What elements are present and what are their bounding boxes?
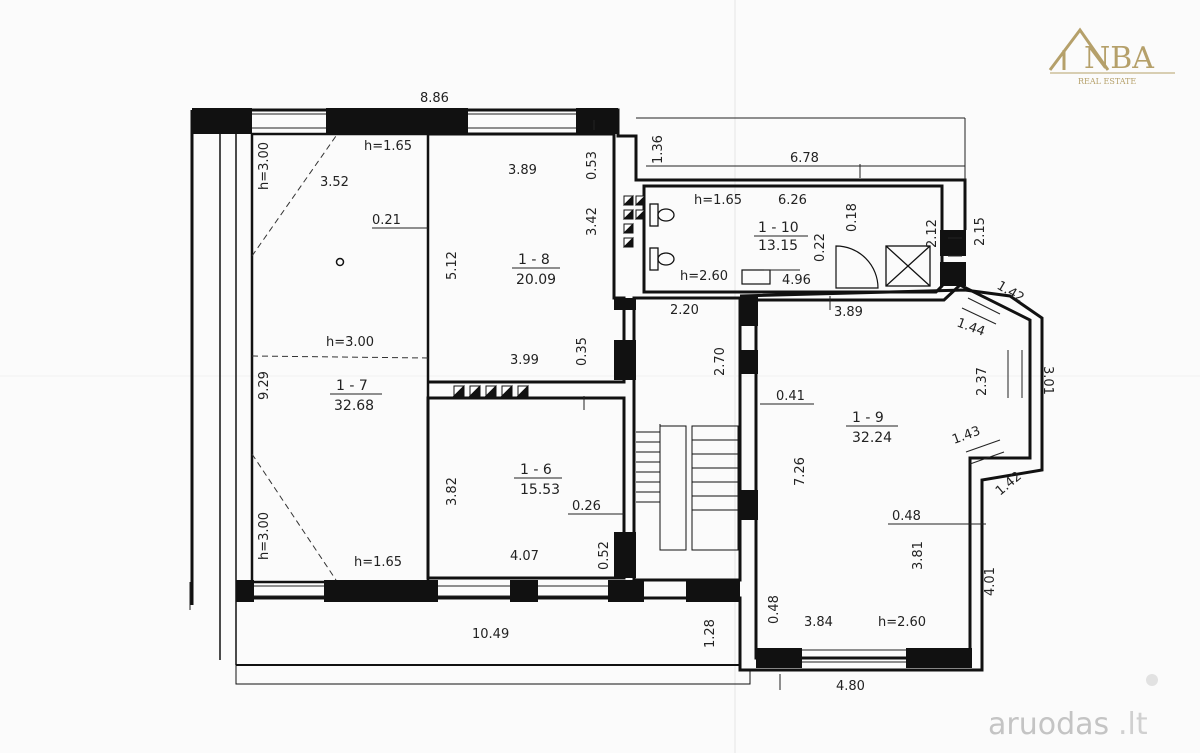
room-1-7-area: 32.68 <box>334 398 374 414</box>
house-roof-icon <box>1048 27 1110 71</box>
dim-label: 4.80 <box>836 679 865 694</box>
room-1-6-area: 15.53 <box>520 482 560 498</box>
watermark-dot-icon <box>1146 674 1158 686</box>
logo-brand: NBA <box>1084 41 1154 76</box>
dim-label: 0.18 <box>845 203 860 232</box>
dim-label: 9.29 <box>257 371 272 400</box>
dim-label: 10.49 <box>472 627 509 642</box>
dim-label: 3.01 <box>1040 366 1055 395</box>
dim-label: 0.52 <box>597 541 612 570</box>
dim-label: 3.52 <box>320 175 349 190</box>
dim-label: 0.21 <box>372 213 401 228</box>
dim-label: 2.15 <box>973 217 988 246</box>
dim-label: 3.84 <box>804 615 833 630</box>
room-1-6-id: 1 - 6 <box>520 462 552 478</box>
dim-label: 3.89 <box>834 305 863 320</box>
dim-label: 2.70 <box>713 347 728 376</box>
dim-label: 1.43 <box>950 424 982 448</box>
dim-label: 6.26 <box>778 193 807 208</box>
dim-label: 4.96 <box>782 273 811 288</box>
dim-label: 3.82 <box>445 477 460 506</box>
dim-label: 0.41 <box>776 389 805 404</box>
dim-label: 0.48 <box>767 595 782 624</box>
dim-label: 6.78 <box>790 151 819 166</box>
dim-label: h=1.65 <box>364 139 412 154</box>
dim-label: 7.26 <box>793 457 808 486</box>
dim-label: h=1.65 <box>354 555 402 570</box>
room-1-10-id: 1 - 10 <box>758 220 799 236</box>
room-1-7-diagonals <box>251 135 429 581</box>
dim-label: 3.99 <box>510 353 539 368</box>
sink-icon <box>649 247 675 271</box>
dim-label: 8.86 <box>420 91 449 106</box>
dim-label: 2.20 <box>670 303 699 318</box>
dim-label: 1.36 <box>651 135 666 164</box>
room-1-9-id: 1 - 9 <box>852 410 884 426</box>
room-1-9-area: 32.24 <box>852 430 892 446</box>
dim-label: 4.07 <box>510 549 539 564</box>
dim-label: 0.35 <box>575 337 590 366</box>
room-1-8-id: 1 - 8 <box>518 252 550 268</box>
ventilation-blocks <box>452 194 646 397</box>
nba-logo: NBA REAL ESTATE <box>1048 27 1175 86</box>
dim-label: h=2.60 <box>680 269 728 284</box>
watermark-suffix: .lt <box>1118 707 1148 742</box>
dim-label: 0.53 <box>585 151 600 180</box>
room-1-8-area: 20.09 <box>516 272 556 288</box>
shower-icon <box>885 245 931 287</box>
dim-label: h=1.65 <box>694 193 742 208</box>
dim-label: h=3.00 <box>257 142 272 190</box>
dim-label: 2.12 <box>925 219 940 248</box>
dim-label: h=3.00 <box>257 512 272 560</box>
dim-label: 1.44 <box>955 316 987 340</box>
dim-label: 0.48 <box>892 509 921 524</box>
room-1-10-area: 13.15 <box>758 238 798 254</box>
dim-label: 3.81 <box>911 541 926 570</box>
dimension-lines <box>189 117 986 690</box>
dim-label: 5.12 <box>445 251 460 280</box>
dim-label: 1.28 <box>703 619 718 648</box>
staircase-icon <box>636 424 739 551</box>
dim-label: h=3.00 <box>326 335 374 350</box>
aruodas-watermark: aruodas .lt <box>988 674 1158 742</box>
dim-label: 1.42 <box>994 278 1027 305</box>
dim-label: 3.89 <box>508 163 537 178</box>
door-swing-icon <box>835 245 879 289</box>
dimension-labels: 8.86 h=1.65 3.52 h=3.00 0.21 h=3.00 9.29… <box>257 91 1055 694</box>
radiator-icon <box>741 269 771 285</box>
windows <box>252 113 1023 663</box>
toilet-icon <box>649 203 675 227</box>
dim-label: 3.42 <box>585 207 600 236</box>
dim-label: 0.22 <box>813 233 828 262</box>
dim-label: 2.37 <box>975 367 990 396</box>
dim-label: 4.01 <box>983 567 998 596</box>
watermark-text: aruodas <box>988 707 1109 742</box>
logo-subtitle: REAL ESTATE <box>1078 77 1136 86</box>
dim-label: h=2.60 <box>878 615 926 630</box>
room-1-7-id: 1 - 7 <box>336 378 368 394</box>
dim-label: 0.26 <box>572 499 601 514</box>
room-labels: 1 - 7 32.68 1 - 8 20.09 1 - 6 15.53 1 - … <box>330 220 898 498</box>
wall-piers <box>192 108 972 668</box>
ceiling-light-icon <box>335 257 345 267</box>
